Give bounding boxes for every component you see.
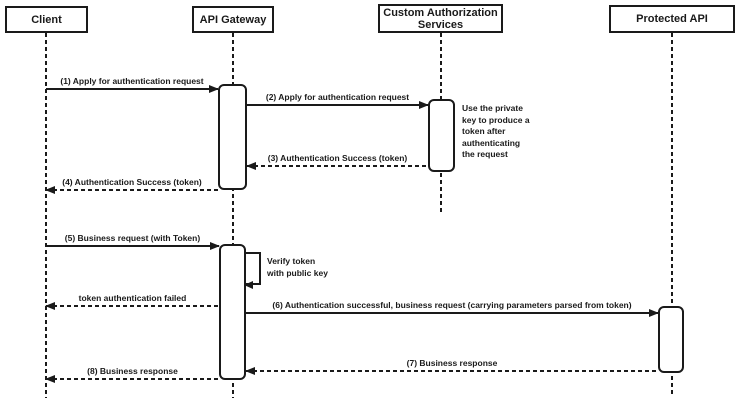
arrowhead-left-icon (245, 367, 255, 375)
arrowhead-left-icon (45, 186, 55, 194)
message-token-authentication-failed: token authentication failed (45, 293, 219, 310)
message-label: (4) Authentication Success (token) (62, 177, 202, 187)
message-7-business-response: (7) Business response (245, 358, 658, 375)
actor-client: Client (5, 6, 88, 33)
message-label: (3) Authentication Success (token) (267, 153, 408, 163)
lifeline-client (45, 33, 47, 398)
message-label: (2) Apply for authentication request (265, 92, 410, 102)
message-6-authentication-successful-business-request: (6) Authentication successful, business … (246, 300, 659, 317)
message-4-authentication-success: (4) Authentication Success (token) (45, 177, 218, 194)
activation-api-gateway-business (219, 244, 246, 380)
message-label: (6) Authentication successful, business … (272, 300, 632, 310)
message-5-business-request: (5) Business request (with Token) (46, 233, 220, 250)
activation-api-gateway-auth (218, 84, 247, 190)
message-label: (1) Apply for authentication request (60, 76, 204, 86)
actor-custom-authorization-services: Custom Authorization Services (378, 4, 503, 33)
actor-protected-api: Protected API (609, 5, 735, 33)
arrowhead-left-icon (45, 375, 55, 383)
message-3-authentication-success: (3) Authentication Success (token) (246, 153, 428, 170)
activation-protected-api (658, 306, 684, 373)
arrowhead-right-icon (649, 309, 659, 317)
message-2-apply-authentication: (2) Apply for authentication request (247, 92, 429, 109)
lifeline-api-gateway (232, 33, 234, 398)
arrowhead-right-icon (419, 101, 429, 109)
activation-custom-authorization-services (428, 99, 455, 172)
actor-api-gateway: API Gateway (192, 6, 274, 33)
arrowhead-right-icon (210, 242, 220, 250)
self-message-verify-token (244, 252, 261, 289)
arrowhead-left-icon (244, 281, 253, 289)
self-message-label: Verify token with public key (267, 256, 328, 278)
message-label: (5) Business request (with Token) (64, 233, 201, 243)
lifeline-protected-api (671, 33, 673, 395)
message-label: (8) Business response (87, 366, 178, 376)
arrowhead-left-icon (45, 302, 55, 310)
message-8-business-response: (8) Business response (45, 366, 219, 383)
message-1-apply-authentication: (1) Apply for authentication request (46, 76, 219, 93)
note-private-key-token: Use the private key to produce a token a… (462, 103, 530, 159)
arrowhead-right-icon (209, 85, 219, 93)
message-label: (7) Business response (406, 358, 498, 368)
arrowhead-left-icon (246, 162, 256, 170)
message-label: token authentication failed (78, 293, 187, 303)
